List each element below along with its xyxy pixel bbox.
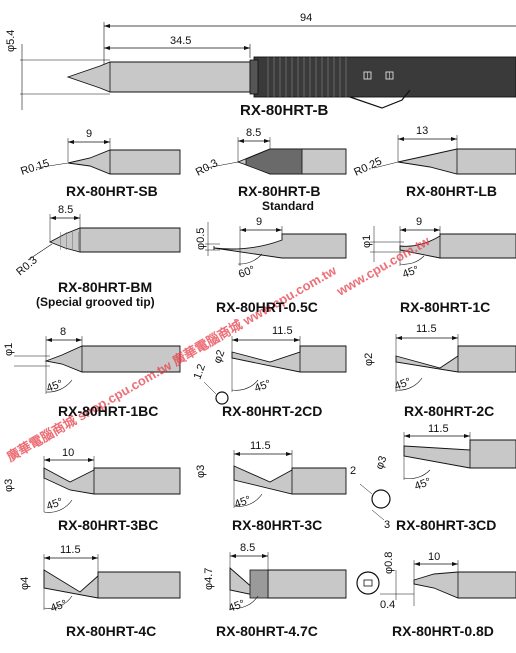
main-tip-length-dim: 34.5	[170, 35, 191, 47]
4-7c-diameter-dim: φ4.7	[203, 568, 215, 590]
4c-length-dim: 11.5	[60, 544, 81, 556]
tip-lb-shape	[373, 135, 516, 175]
tip-2c-shape	[395, 334, 516, 392]
tip-label-1c: RX-80HRT-1C	[400, 299, 491, 315]
1bc-angle-dim: 45°	[45, 378, 65, 395]
tip-0-5c-shape	[205, 222, 347, 266]
sb-length-dim: 9	[86, 128, 92, 140]
tip-label-2cd: RX-80HRT-2CD	[222, 403, 323, 419]
tip-4-7c-shape	[229, 552, 347, 610]
main-tip-drawing	[20, 22, 516, 110]
3cd-chamfer-dim-a: 2	[350, 465, 356, 477]
2cd-chamfer-dim: 1.2	[192, 363, 209, 381]
3cd-diameter-dim: φ3	[374, 454, 390, 471]
tip-note-b: Standard	[262, 199, 315, 213]
4-7c-length-dim: 8.5	[240, 542, 255, 554]
3bc-length-dim: 10	[62, 447, 74, 459]
tip-3cd-shape	[359, 432, 516, 521]
main-total-length-dim: 94	[300, 12, 312, 24]
1bc-length-dim: 8	[60, 326, 66, 338]
tip-label-0-5c: RX-80HRT-0.5C	[216, 299, 318, 315]
tip-2cd-shape	[203, 336, 347, 405]
4-7c-angle-dim: 45°	[227, 598, 247, 615]
tip-label-bm: RX-80HRT-BM	[58, 279, 153, 295]
1c-angle-dim: 45°	[401, 264, 421, 281]
0-8d-diameter-dim: φ0.8	[383, 552, 395, 574]
tip-label-3c: RX-80HRT-3C	[232, 517, 323, 533]
2c-length-dim: 11.5	[416, 323, 437, 335]
3c-diameter-dim: φ3	[195, 465, 207, 478]
lb-length-dim: 13	[416, 125, 428, 137]
tip-label-sb: RX-80HRT-SB	[66, 183, 158, 199]
bm-length-dim: 8.5	[58, 204, 73, 216]
tip-label-0-8d: RX-80HRT-0.8D	[392, 623, 494, 639]
tip-b-shape	[205, 137, 347, 175]
b-length-dim: 8.5	[246, 127, 261, 139]
4c-diameter-dim: φ4	[19, 577, 31, 590]
1c-diameter-dim: φ1	[361, 235, 373, 248]
tip-label-2c: RX-80HRT-2C	[404, 403, 495, 419]
2c-diameter-dim: φ2	[363, 353, 375, 366]
2cd-angle-dim: 45°	[253, 378, 273, 395]
3cd-angle-dim: 45°	[413, 476, 433, 493]
tip-note-bm: (Special grooved tip)	[36, 295, 155, 309]
tip-0-8d-shape	[356, 560, 516, 606]
0-5c-diameter-dim: φ0.5	[195, 228, 207, 250]
tip-label-1bc: RX-80HRT-1BC	[58, 403, 159, 419]
tip-label-4-7c: RX-80HRT-4.7C	[216, 623, 318, 639]
3c-length-dim: 11.5	[250, 440, 271, 452]
tip-3c-shape	[233, 450, 347, 508]
b-radius-dim: R0.3	[194, 157, 220, 179]
0-5c-length-dim: 9	[256, 216, 262, 228]
bm-radius-dim: R0.3	[14, 254, 40, 278]
2cd-length-dim: 11.5	[272, 325, 293, 337]
tip-label-lb: RX-80HRT-LB	[406, 183, 498, 199]
3cd-length-dim: 11.5	[428, 423, 449, 435]
tip-1bc-shape	[14, 336, 181, 394]
tip-label-b: RX-80HRT-B	[238, 183, 321, 199]
1c-length-dim: 9	[416, 216, 422, 228]
0-8d-thickness-dim: 0.4	[380, 599, 395, 611]
main-diameter-dim: φ5.4	[5, 30, 17, 52]
2c-angle-dim: 45°	[393, 376, 413, 393]
tip-3bc-shape	[43, 456, 181, 513]
sb-radius-dim: R0.15	[19, 157, 51, 177]
tip-bm-shape	[27, 214, 181, 261]
tip-4c-shape	[43, 554, 181, 610]
watermark-diagonal-1: www.cpu.com.tw	[333, 233, 433, 299]
tip-sb-shape	[35, 138, 181, 175]
3bc-angle-dim: 45°	[45, 496, 65, 513]
1bc-diameter-dim: φ1	[3, 343, 15, 356]
main-model-label: RX-80HRT-B	[240, 102, 329, 119]
3c-angle-dim: 45°	[233, 494, 253, 511]
tip-label-3cd: RX-80HRT-3CD	[396, 517, 497, 533]
2cd-diameter-dim: φ2	[212, 348, 228, 365]
tip-1c-shape	[370, 226, 516, 266]
3cd-chamfer-dim-b: 3	[384, 519, 390, 531]
tip-label-3bc: RX-80HRT-3BC	[58, 517, 159, 533]
lb-radius-dim: R0.25	[352, 155, 384, 178]
0-8d-length-dim: 10	[428, 551, 440, 563]
4c-angle-dim: 45°	[49, 598, 69, 615]
tip-label-4c: RX-80HRT-4C	[66, 623, 157, 639]
3bc-diameter-dim: φ3	[3, 479, 15, 492]
0-5c-angle-dim: 60°	[237, 264, 257, 281]
